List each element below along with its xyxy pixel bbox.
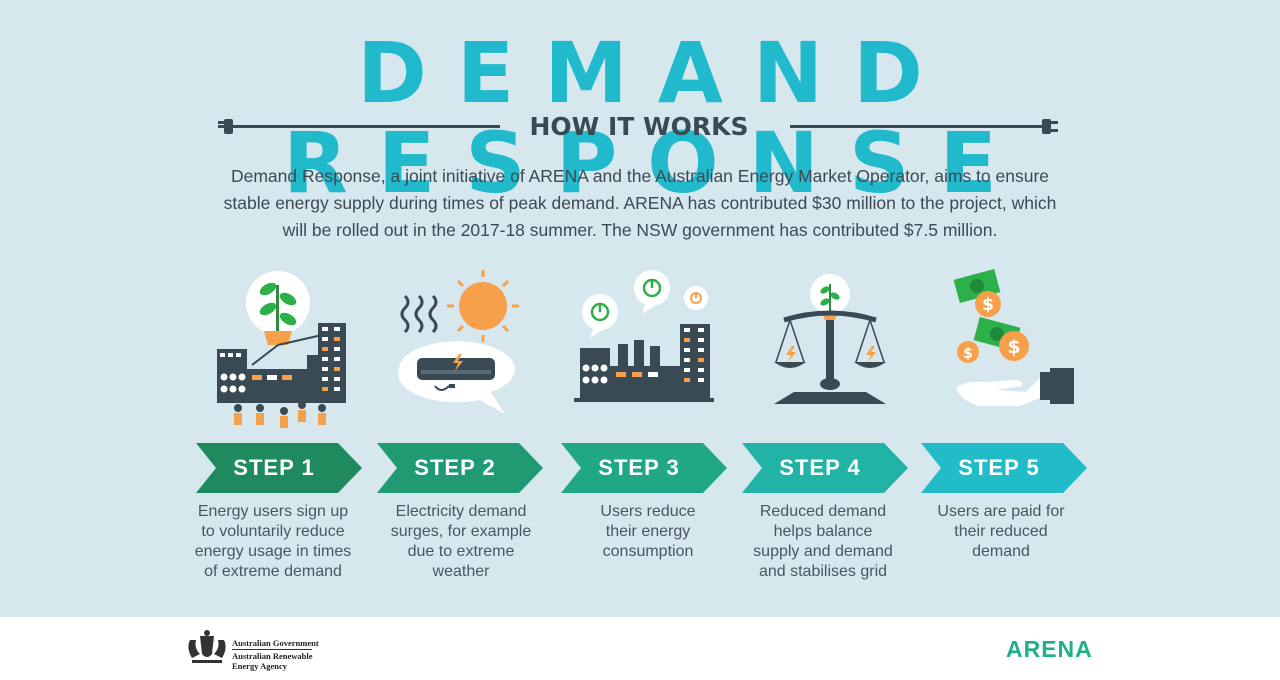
step-2-label: STEP 2	[414, 455, 496, 480]
agency-line: Energy Agency	[232, 661, 288, 671]
step-4-label: STEP 4	[779, 455, 861, 480]
step-5-arrow: STEP 5	[921, 443, 1087, 493]
description-line: due to extreme	[407, 543, 515, 560]
government-logo: Australian Government Australian Renewab…	[186, 628, 326, 671]
step-3-arrow: STEP 3	[561, 443, 727, 493]
step-2-arrow: STEP 2	[377, 443, 543, 493]
description-line: Electricity demand	[395, 503, 527, 520]
description-line: energy usage in times	[194, 543, 352, 560]
chevron-arrow-icon	[921, 443, 1087, 493]
chevron-arrow-icon	[742, 443, 908, 493]
factory-power-buttons-icon	[574, 270, 714, 402]
description-line: helps balance	[773, 523, 873, 540]
money-hand-icon: $ $ $	[953, 268, 1074, 406]
svg-text:$: $	[982, 295, 994, 315]
step-5-label: STEP 5	[958, 455, 1040, 480]
plug-left-icon	[218, 119, 500, 134]
chevron-arrow-icon	[196, 443, 362, 493]
buildings-plant-bulb-icon	[217, 271, 346, 428]
agency-line: Australian Renewable	[232, 651, 313, 661]
description-line: Users reduce	[600, 503, 696, 520]
svg-text:$: $	[963, 346, 973, 362]
description-line: Reduced demand	[759, 503, 887, 520]
intro-line: Demand Response, a joint initiative of A…	[230, 166, 1050, 186]
step-3-label: STEP 3	[598, 455, 680, 480]
description-line: consumption	[602, 543, 694, 560]
svg-text:$: $	[1007, 336, 1020, 358]
step-4-description: Reduced demand helps balance supply and …	[733, 502, 913, 582]
description-line: surges, for example	[390, 523, 532, 540]
heatwave-air-conditioner-icon	[398, 270, 519, 414]
subtitle: HOW IT WORKS	[529, 112, 749, 141]
step-1-label: STEP 1	[233, 455, 315, 480]
arena-logo: ARENA	[1006, 636, 1093, 662]
description-line: their reduced	[954, 523, 1048, 540]
intro-text: Demand Response, a joint initiative of A…	[190, 163, 1090, 244]
step-5-description: Users are paid for their reduced demand	[911, 502, 1091, 562]
intro-line: stable energy supply during times of pea…	[223, 193, 1057, 213]
description-line: supply and demand	[753, 543, 893, 560]
balance-scale-icon	[774, 274, 886, 404]
intro-line: will be rolled out in the 2017-18 summer…	[282, 220, 998, 240]
government-text: Australian Government Australian Renewab…	[232, 638, 319, 671]
description-line: Users are paid for	[937, 503, 1065, 520]
description-line: of extreme demand	[204, 563, 342, 580]
description-line: weather	[432, 563, 490, 580]
step-3-description: Users reduce their energy consumption	[558, 502, 738, 562]
description-line: and stabilises grid	[758, 563, 888, 580]
coat-of-arms-icon	[188, 630, 226, 663]
step-1-description: Energy users sign up to voluntarily redu…	[183, 502, 363, 582]
chevron-arrow-icon	[377, 443, 543, 493]
step-4-arrow: STEP 4	[742, 443, 908, 493]
step-2-description: Electricity demand surges, for example d…	[371, 502, 551, 582]
government-line: Australian Government	[232, 638, 319, 648]
description-line: their energy	[605, 523, 691, 540]
description-line: to voluntarily reduce	[201, 523, 345, 540]
page-title: DEMAND RESPONSE	[283, 24, 1027, 212]
footer-right	[1130, 617, 1280, 680]
step-1-arrow: STEP 1	[196, 443, 362, 493]
chevron-arrow-icon	[561, 443, 727, 493]
description-line: Energy users sign up	[197, 503, 349, 520]
footer	[0, 617, 1130, 680]
subtitle-row: HOW IT WORKS	[218, 108, 1060, 148]
description-line: demand	[972, 543, 1030, 560]
plug-right-icon	[790, 119, 1058, 134]
